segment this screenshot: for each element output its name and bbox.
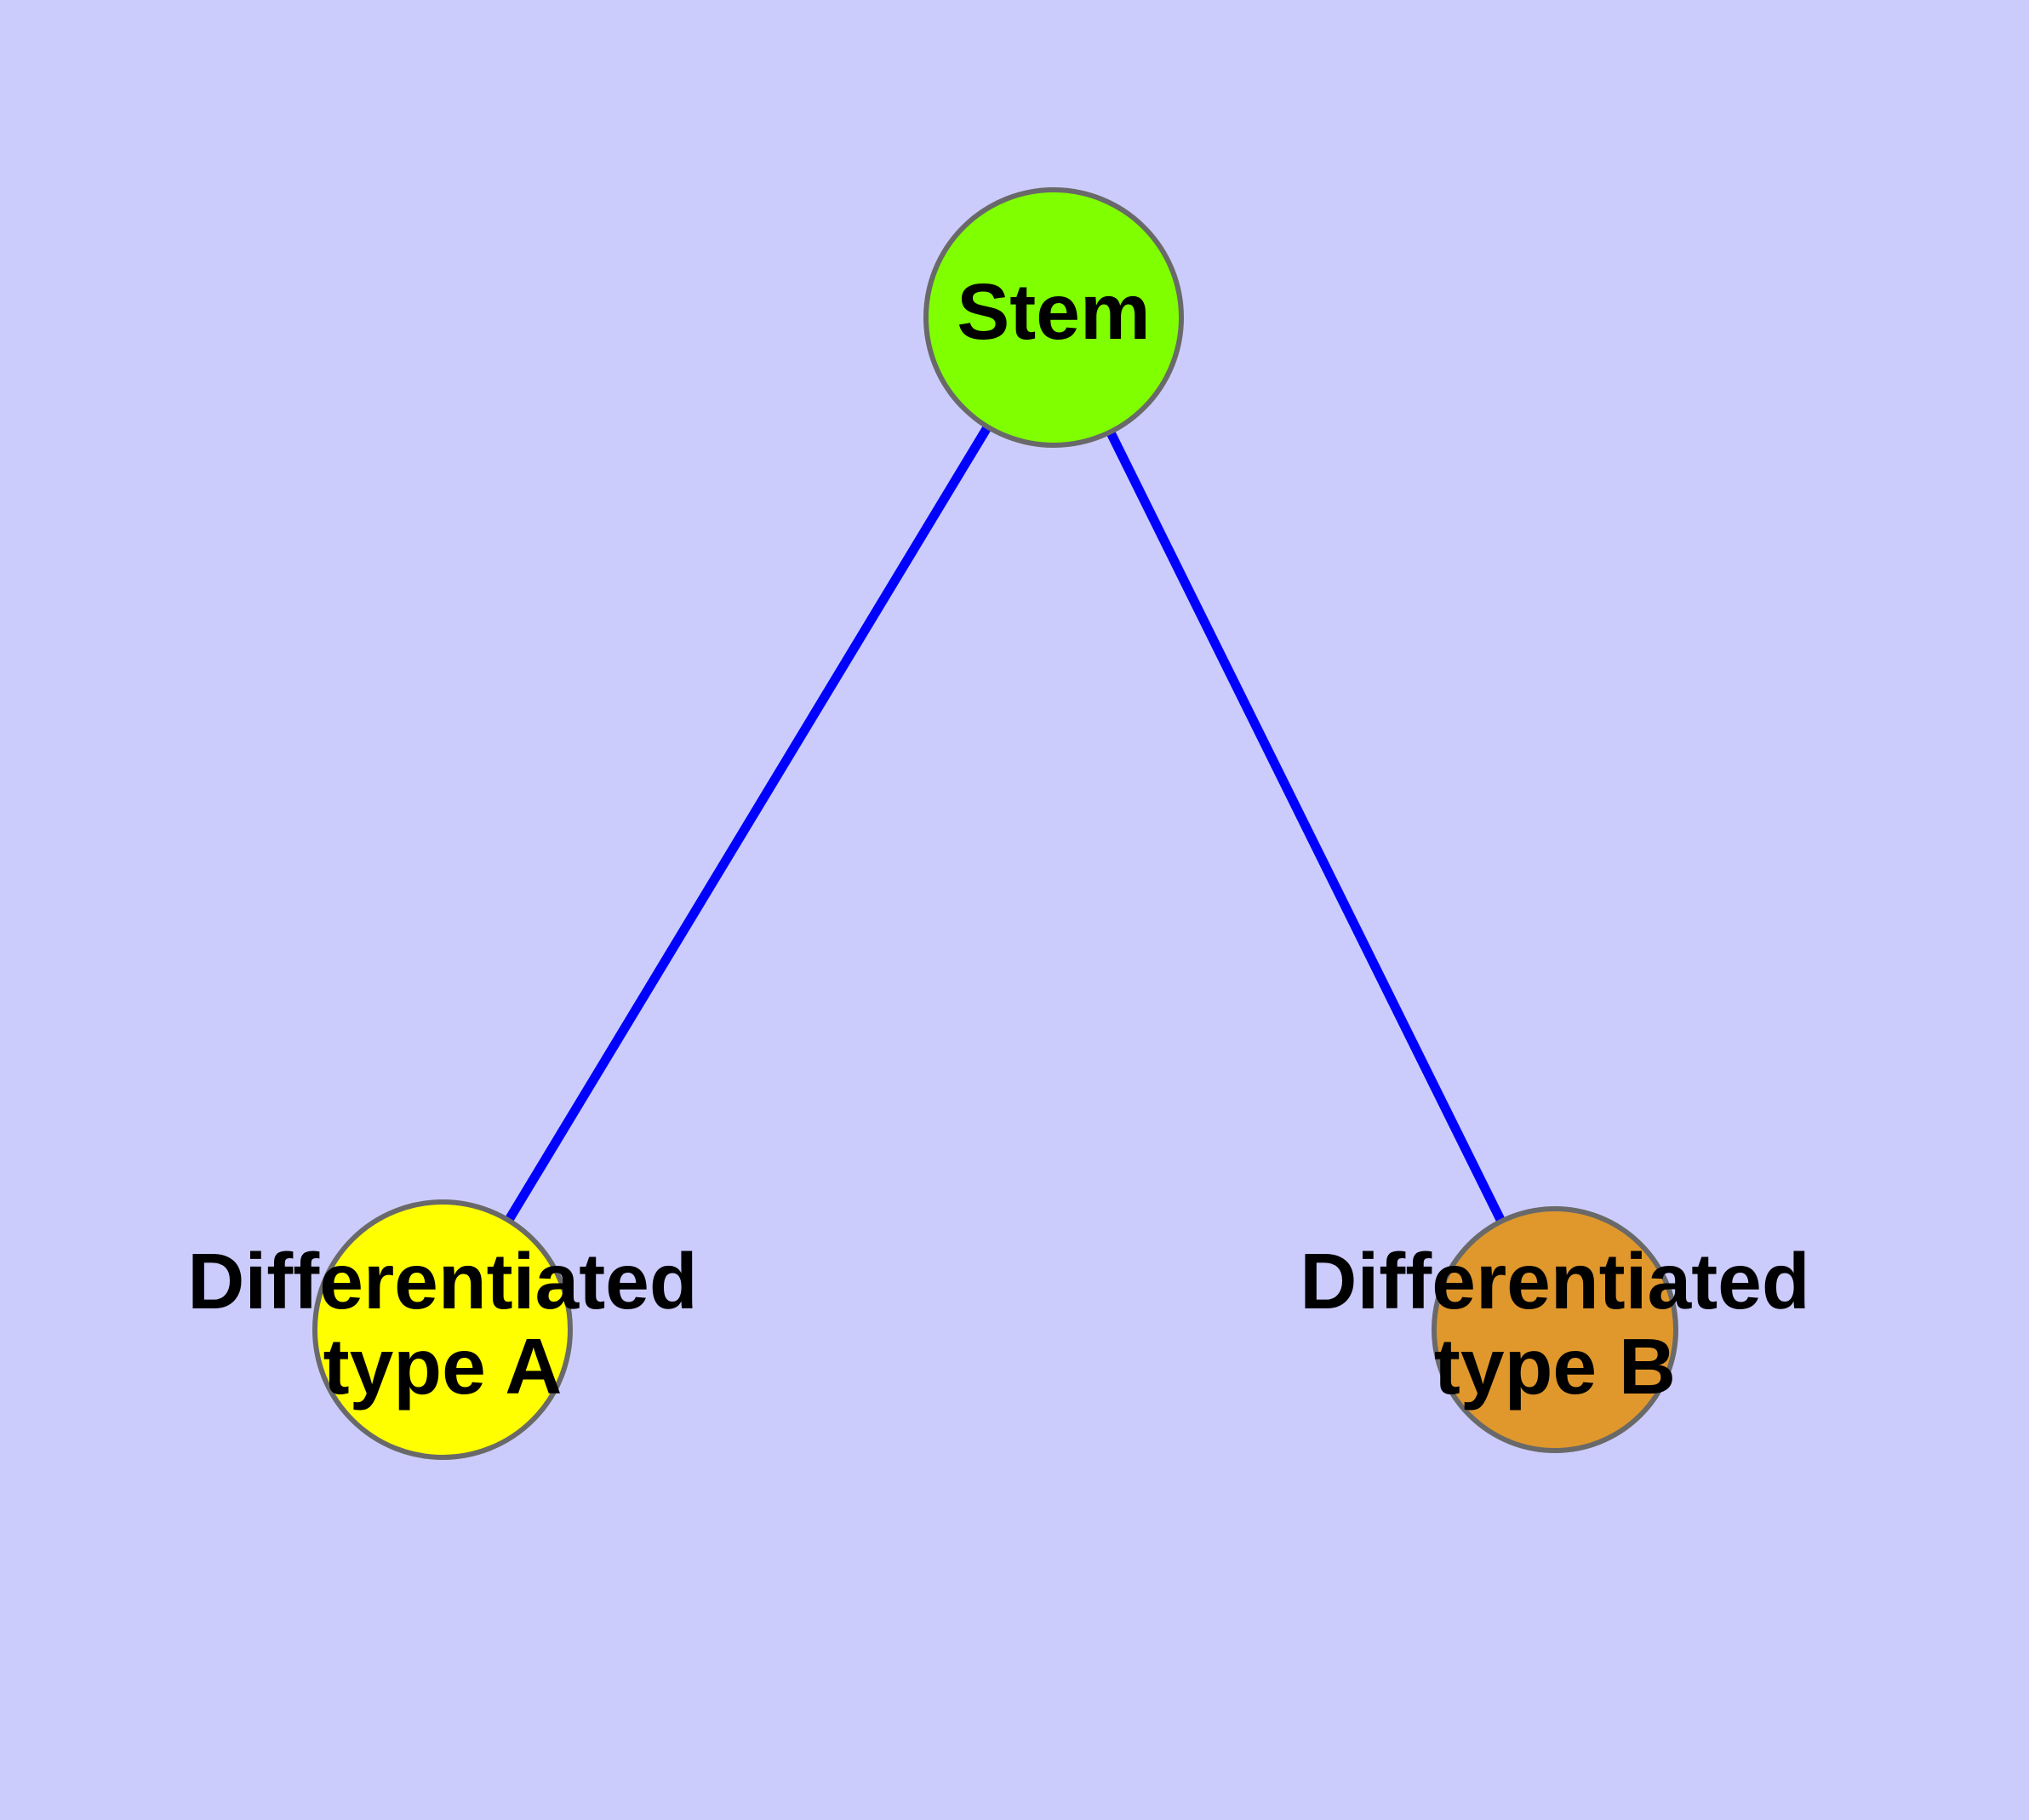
node-label-line: Stem	[957, 267, 1150, 356]
node-label-line: Differentiated	[1300, 1237, 1809, 1325]
node-label-line: type A	[323, 1322, 563, 1411]
edge-layer	[438, 315, 1559, 1332]
node-label-stem: Stem	[957, 267, 1150, 356]
node-circle-diff_b[interactable]	[1432, 1206, 1678, 1453]
node-circle-stem[interactable]	[923, 187, 1184, 448]
graph-edge[interactable]	[1049, 315, 1559, 1332]
node-label-line: type B	[1434, 1322, 1676, 1411]
node-circle-diff_a[interactable]	[312, 1199, 573, 1460]
node-label-line: Differentiated	[187, 1237, 697, 1325]
graph-node-stem[interactable]: Stem	[923, 187, 1184, 448]
graph-edge[interactable]	[438, 315, 1058, 1332]
